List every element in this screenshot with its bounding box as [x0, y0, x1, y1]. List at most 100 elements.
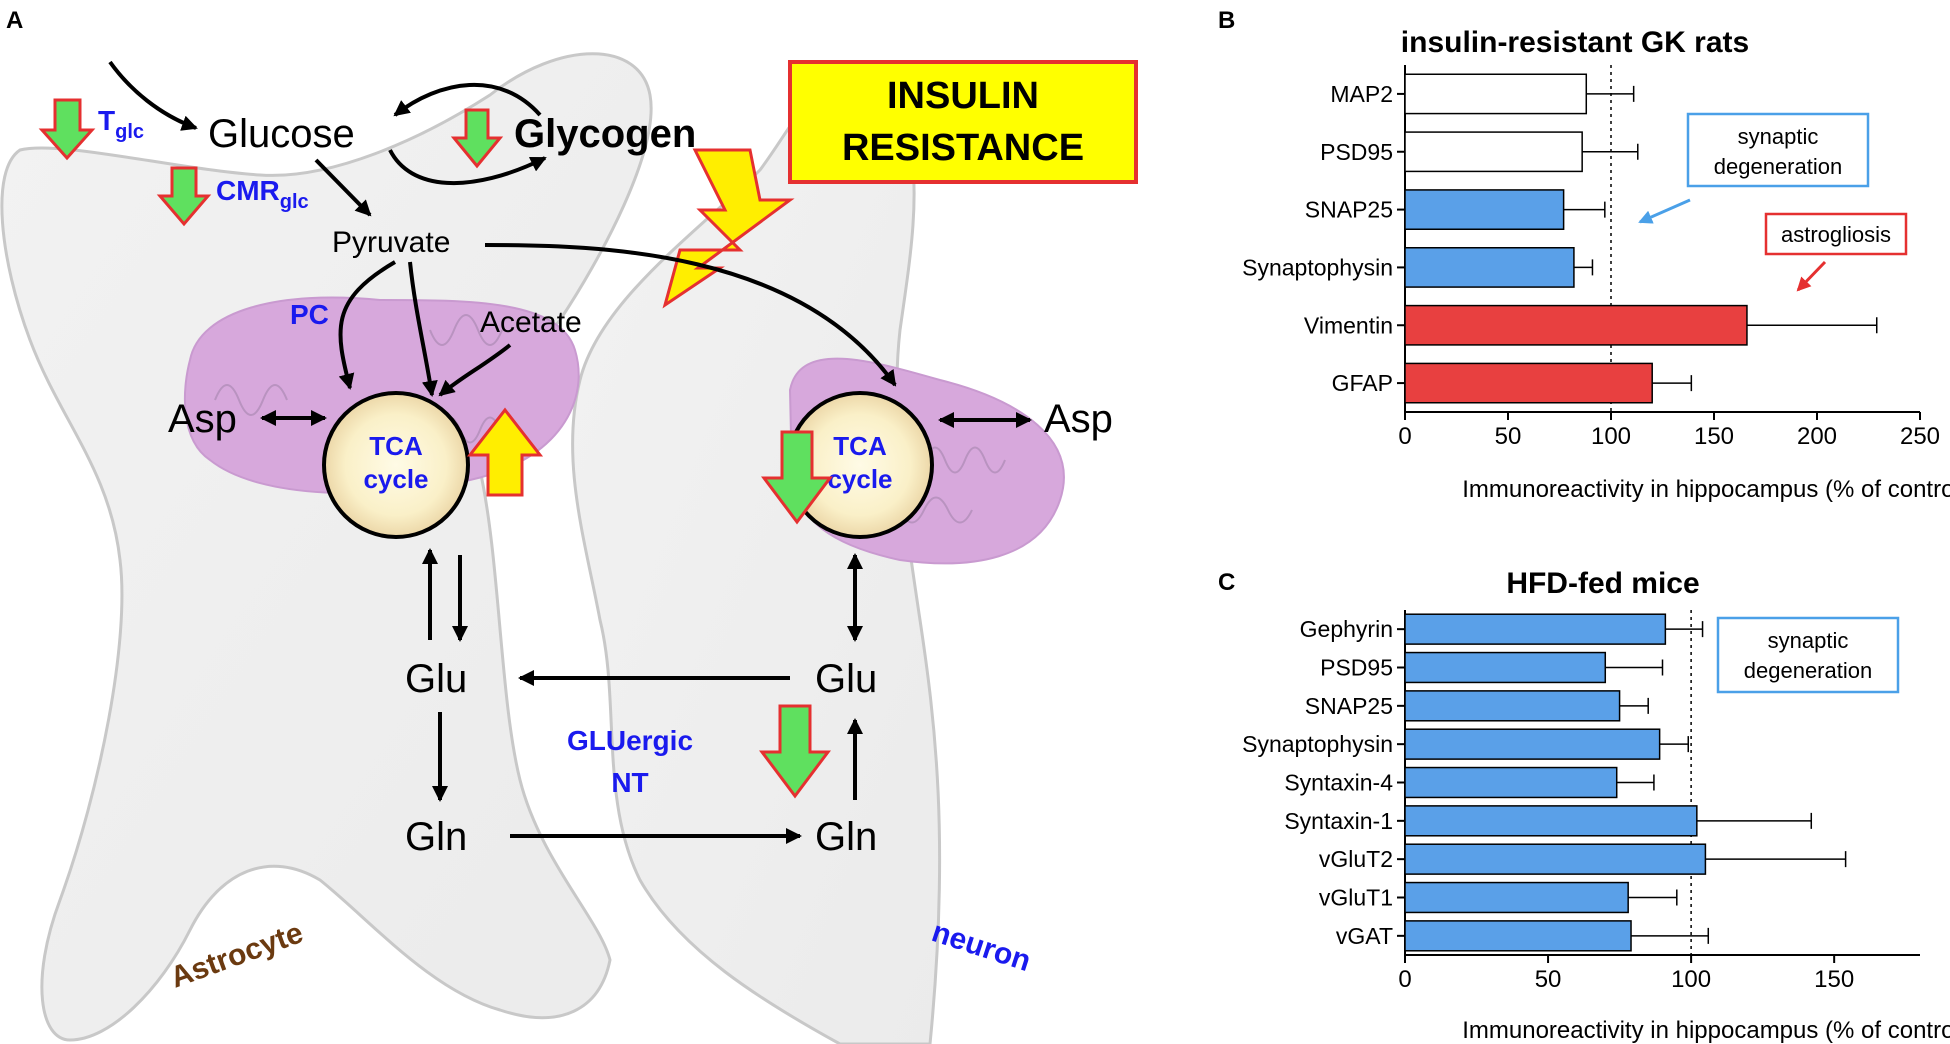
error-bar	[1628, 889, 1678, 906]
category-label: vGluT1	[1319, 885, 1393, 911]
bar-syntaxin-1	[1404, 805, 1698, 837]
error-bar	[1665, 621, 1704, 638]
x-tick-label: 150	[1694, 423, 1734, 450]
category-label: Gephyrin	[1300, 616, 1393, 642]
category-label: Vimentin	[1304, 312, 1393, 338]
tca-right-label-1: TCA	[833, 431, 887, 461]
error-bar	[1696, 812, 1813, 829]
chart-c-title: HFD-fed mice	[1506, 567, 1699, 600]
category-label: Synaptophysin	[1242, 254, 1393, 280]
pathway-arrows	[108, 60, 1032, 844]
cmr-glc-label: CMRglc	[216, 175, 309, 213]
category-label: Syntaxin-1	[1284, 808, 1393, 834]
neuron-label: neuron	[928, 915, 1035, 978]
down-arrow-icon-cmrglc	[156, 166, 212, 227]
annotation-astrogliosis-b: astrogliosis	[1764, 212, 1908, 292]
category-label: SNAP25	[1305, 693, 1393, 719]
asp-left-label: Asp	[168, 397, 237, 441]
bar-syntaxin-4	[1404, 766, 1618, 799]
gln-right-label: Gln	[815, 815, 877, 859]
tca-left-label-2: cycle	[363, 464, 428, 494]
bar-synaptophysin	[1404, 728, 1661, 760]
error-bar	[1619, 697, 1649, 714]
glu-left-label: Glu	[405, 657, 467, 701]
x-tick-label: 100	[1591, 423, 1631, 450]
astrocyte-cell	[0, 52, 653, 1042]
lightning-icon	[662, 148, 795, 309]
x-tick-label: 200	[1797, 423, 1837, 450]
svg-text:astrogliosis: astrogliosis	[1781, 222, 1891, 247]
bar-map2	[1404, 73, 1588, 115]
x-tick-label: 0	[1398, 423, 1411, 450]
svg-text:synaptic: synaptic	[1768, 628, 1849, 653]
asp-right-label: Asp	[1044, 397, 1113, 441]
bar-vgat	[1404, 920, 1632, 952]
error-bar	[1586, 85, 1635, 102]
chart-b-xlabel: Immunoreactivity in hippocampus (% of co…	[1462, 476, 1950, 503]
category-label: PSD95	[1320, 139, 1393, 165]
tca-right-label-2: cycle	[827, 464, 892, 494]
svg-text:synaptic: synaptic	[1738, 124, 1819, 149]
gln-left-label: Gln	[405, 815, 467, 859]
bar-gephyrin	[1404, 613, 1667, 645]
error-bar	[1563, 201, 1606, 218]
error-bar	[1582, 143, 1639, 160]
error-bar	[1746, 317, 1878, 334]
error-bar	[1616, 774, 1655, 791]
category-label: Synaptophysin	[1242, 731, 1393, 757]
bar-snap25	[1404, 690, 1621, 722]
annotation-synaptic-degeneration-b: synaptic degeneration	[1638, 112, 1870, 224]
category-label: SNAP25	[1305, 197, 1393, 223]
svg-text:degeneration: degeneration	[1744, 658, 1872, 683]
down-arrow-icon-tglc	[38, 98, 96, 161]
category-label: MAP2	[1330, 81, 1393, 107]
insulin-resistance-box: INSULIN RESISTANCE	[662, 60, 1138, 309]
error-bar	[1705, 851, 1847, 868]
error-bar	[1573, 259, 1594, 276]
down-arrow-icon-tca-neuron	[761, 430, 833, 525]
bar-synaptophysin	[1404, 247, 1575, 288]
glucose-label: Glucose	[208, 112, 355, 156]
category-label: vGluT2	[1319, 846, 1393, 872]
panel-a-letter: A	[6, 7, 23, 34]
error-bar	[1605, 659, 1664, 676]
acetate-label: Acetate	[480, 306, 582, 339]
svg-text:degeneration: degeneration	[1714, 154, 1842, 179]
x-tick-label: 50	[1495, 423, 1522, 450]
category-label: GFAP	[1332, 370, 1393, 396]
t-glc-label: Tglc	[98, 105, 144, 143]
x-tick-label: 150	[1814, 966, 1854, 993]
svg-text:RESISTANCE: RESISTANCE	[842, 127, 1084, 169]
category-label: Syntaxin-4	[1284, 770, 1393, 796]
glu-right-label: Glu	[815, 657, 877, 701]
svg-text:INSULIN: INSULIN	[887, 75, 1039, 117]
bar-snap25	[1404, 189, 1565, 230]
bar-gfap	[1404, 362, 1653, 404]
down-arrow-icon-glycogen	[450, 108, 504, 169]
chart-b: 0 50 100 150 200 250 MAP2PSD95SNAP25Synaptophy…	[1242, 65, 1940, 450]
up-arrow-icon-tca	[466, 407, 544, 497]
tca-cycle-left: TCA cycle	[322, 391, 470, 539]
x-tick-label: 50	[1535, 966, 1562, 993]
bar-psd95	[1404, 651, 1607, 684]
panel-a: A TCA cycle TCA cycle Glucose Glycogen P…	[0, 7, 1138, 1044]
glycogen-label: Glycogen	[514, 112, 696, 156]
error-bar	[1631, 927, 1710, 944]
neuron-cell	[571, 92, 942, 1044]
panel-c-letter: C	[1218, 569, 1235, 596]
pc-label: PC	[290, 299, 329, 330]
x-tick-label: 100	[1671, 966, 1711, 993]
x-tick-label: 250	[1900, 423, 1940, 450]
tca-cycle-right: TCA cycle	[786, 391, 934, 539]
down-arrow-icon-gluergic	[759, 704, 831, 799]
pyruvate-label: Pyruvate	[332, 226, 450, 259]
x-tick-label: 0	[1398, 966, 1411, 993]
bar-vimentin	[1404, 304, 1748, 346]
error-bar	[1659, 736, 1689, 753]
error-bar	[1652, 375, 1693, 392]
bar-vglut2	[1404, 843, 1707, 875]
